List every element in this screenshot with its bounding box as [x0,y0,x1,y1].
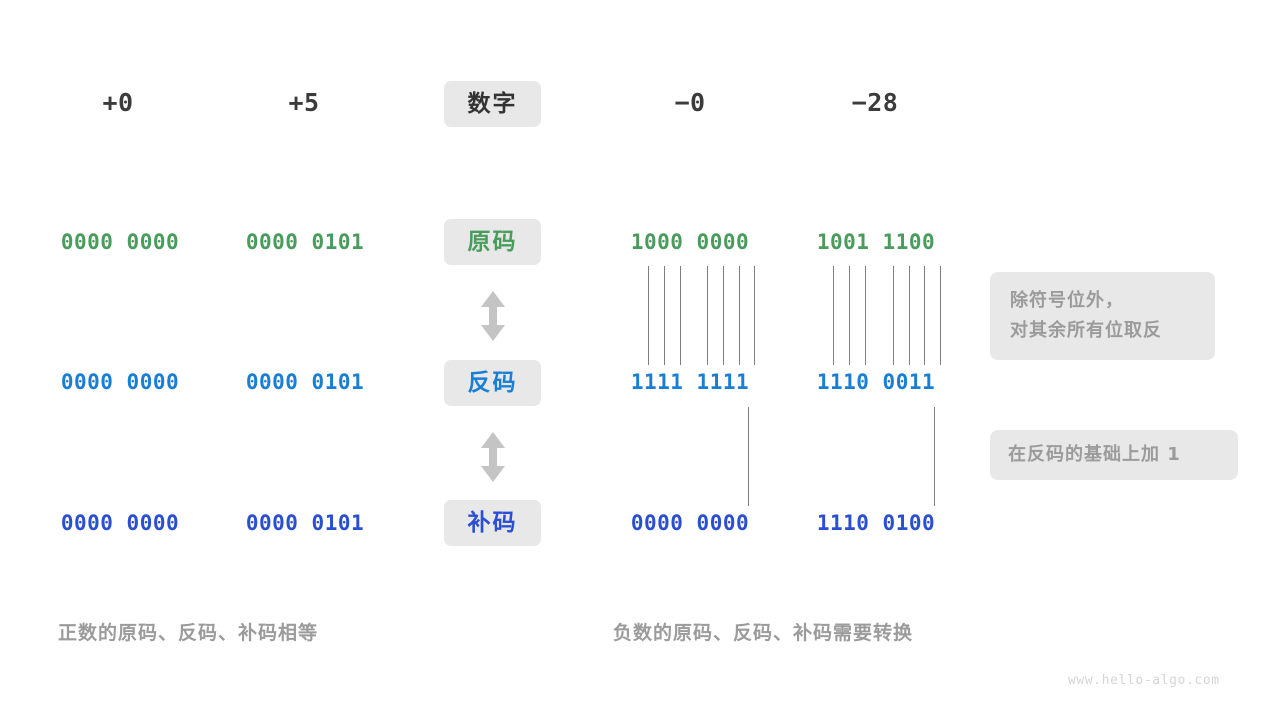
arrow-ones-complement-to-twos-complement [478,431,508,487]
connector-line [865,266,866,365]
bits-plus-zero-sign-magnitude: 0000 0000 [60,230,180,254]
connector-line [940,266,941,365]
bits-plus-zero-ones-complement: 0000 0000 [60,370,180,394]
connector-line [934,407,935,506]
bits-minus-twentyeight-sign-magnitude: 1001 1100 [816,230,936,254]
bits-plus-zero-twos-complement: 0000 0000 [60,511,180,535]
arrow-sign-magnitude-to-ones-complement [478,290,508,346]
caption-negative: 负数的原码、反码、补码需要转换 [613,622,914,644]
connector-line [833,266,834,365]
bits-minus-twentyeight-twos-complement: 1110 0100 [816,511,936,535]
connector-line [909,266,910,365]
connector-line [707,266,708,365]
bits-plus-five-sign-magnitude: 0000 0101 [245,230,365,254]
connector-line [739,266,740,365]
column-header-minus-zero: −0 [674,88,706,117]
bits-plus-five-ones-complement: 0000 0101 [245,370,365,394]
row-label-ones-complement: 反码 [444,360,541,406]
row-label-number: 数字 [444,81,541,127]
bits-minus-zero-twos-complement: 0000 0000 [630,511,750,535]
bits-minus-zero-sign-magnitude: 1000 0000 [630,230,750,254]
row-label-twos-complement: 补码 [444,500,541,546]
note-add-one: 在反码的基础上加 1 [990,430,1238,480]
column-header-plus-zero: +0 [102,88,134,117]
connector-line [664,266,665,365]
bits-minus-twentyeight-ones-complement: 1110 0011 [816,370,936,394]
row-label-sign-magnitude: 原码 [444,219,541,265]
connector-line [648,266,649,365]
bits-minus-zero-ones-complement: 1111 1111 [630,370,750,394]
caption-positive: 正数的原码、反码、补码相等 [58,622,319,644]
connector-line [680,266,681,365]
column-header-minus-twentyeight: −28 [851,88,899,117]
bits-plus-five-twos-complement: 0000 0101 [245,511,365,535]
connector-line [924,266,925,365]
watermark: www.hello-algo.com [1068,673,1220,688]
connector-line [748,407,749,506]
connector-line [754,266,755,365]
connector-line [849,266,850,365]
connector-line [893,266,894,365]
connector-line [723,266,724,365]
note-invert-bits: 除符号位外， 对其余所有位取反 [990,272,1215,360]
column-header-plus-five: +5 [288,88,320,117]
